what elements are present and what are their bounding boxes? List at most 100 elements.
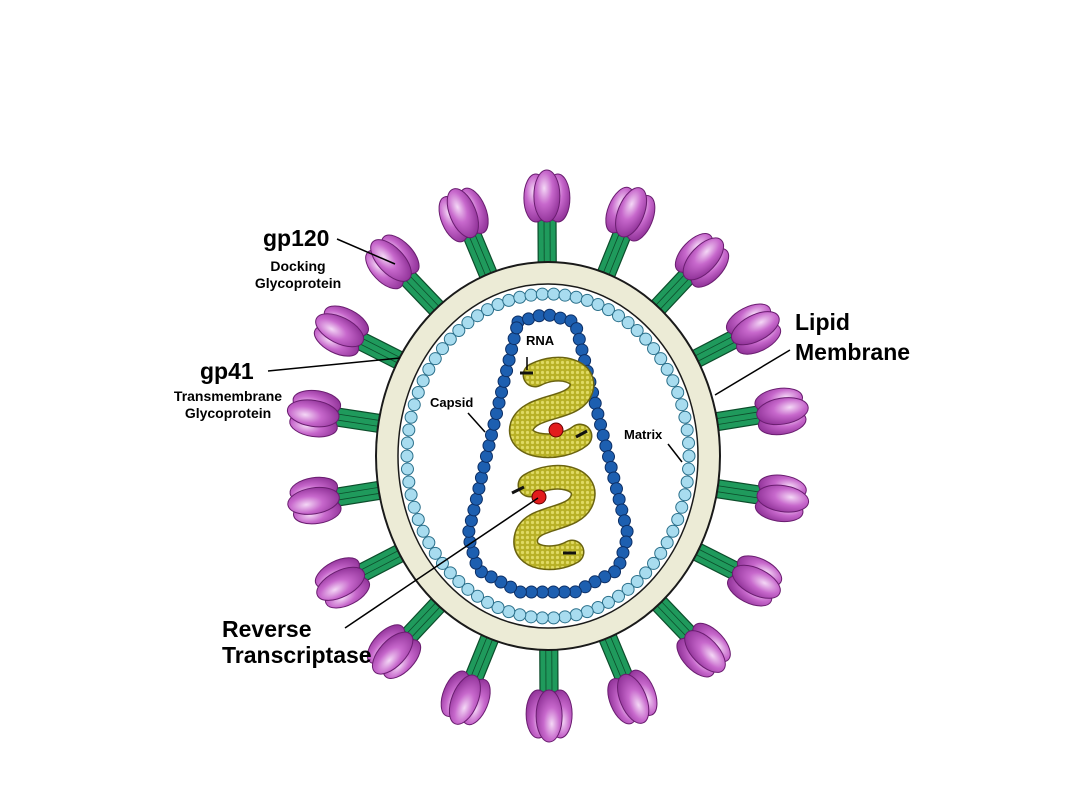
gp120-gp41-spike — [525, 639, 573, 743]
capsid-protein — [604, 460, 618, 474]
matrix-protein — [666, 374, 680, 388]
matrix-protein — [491, 600, 505, 614]
matrix-protein — [601, 595, 615, 609]
matrix-protein — [400, 462, 414, 476]
capsid-protein — [462, 524, 476, 538]
matrix-protein — [612, 589, 625, 603]
matrix-protein — [678, 410, 692, 424]
matrix-protein — [513, 290, 527, 304]
matrix-protein — [680, 475, 694, 489]
matrix-protein — [660, 362, 674, 376]
matrix-protein — [654, 546, 668, 560]
gp120-desc-line2: Glycoprotein — [254, 275, 342, 291]
capsid-protein — [467, 503, 481, 517]
capsid-shell — [462, 308, 634, 599]
capsid-protein — [487, 417, 501, 431]
gp41-desc-line2: Glycoprotein — [184, 405, 272, 421]
capsid-protein — [505, 342, 519, 356]
rna-strands — [508, 356, 596, 571]
matrix-protein — [404, 410, 418, 424]
capsid-protein — [502, 353, 516, 367]
matrix-protein — [654, 352, 668, 366]
matrix-protein — [461, 582, 475, 596]
capsid-protein — [474, 471, 488, 485]
lipid-membrane-label-line1: Lipid — [795, 309, 850, 335]
matrix-protein — [461, 316, 475, 330]
matrix-protein — [407, 398, 421, 412]
reverse-transcriptase-label-line2: Transcriptase — [222, 642, 372, 668]
capsid-protein — [617, 514, 631, 528]
capsid-protein — [557, 585, 571, 599]
matrix-protein — [675, 500, 689, 514]
matrix-protein — [407, 500, 421, 514]
capsid-protein — [591, 407, 605, 421]
matrix-protein — [481, 303, 495, 317]
matrix-protein — [580, 293, 594, 307]
gp120-gp41-spike — [283, 386, 393, 449]
matrix-protein — [639, 332, 653, 346]
matrix-protein — [630, 324, 644, 338]
reverse-transcriptase-dot — [548, 422, 564, 438]
matrix-protein — [630, 574, 644, 588]
matrix-protein — [558, 610, 572, 624]
matrix-protein — [524, 610, 538, 624]
capsid-protein — [490, 407, 504, 421]
reverse-transcriptase-label-line1: Reverse — [222, 616, 312, 642]
capsid-protein — [596, 428, 610, 442]
lipid-membrane-label-line2: Membrane — [795, 339, 911, 365]
matrix-protein — [535, 287, 549, 301]
matrix-layer — [400, 287, 696, 625]
capsid-protein — [535, 585, 549, 599]
rna-label: RNA — [526, 333, 555, 348]
matrix-protein — [443, 332, 457, 346]
matrix-protein — [535, 611, 549, 625]
matrix-protein — [471, 309, 484, 323]
capsid-protein — [497, 374, 511, 388]
capsid-protein — [607, 471, 621, 485]
capsid-protein — [543, 308, 557, 322]
matrix-protein — [435, 342, 449, 356]
matrix-protein — [682, 462, 696, 476]
matrix-protein — [591, 600, 605, 614]
capsid-protein — [570, 322, 584, 336]
gp120-gp41-spike — [703, 463, 813, 526]
capsid-protein — [524, 585, 538, 599]
matrix-protein — [666, 524, 680, 538]
matrix-protein — [580, 605, 594, 619]
capsid-protein — [620, 524, 634, 538]
capsid-protein — [479, 449, 493, 463]
matrix-protein — [502, 293, 516, 307]
capsid-protein — [594, 418, 608, 432]
capsid-protein — [546, 585, 560, 599]
matrix-protein — [491, 298, 505, 312]
capsid-protein — [484, 428, 498, 442]
matrix-protein — [675, 398, 689, 412]
matrix-protein — [452, 324, 466, 338]
matrix-protein — [452, 574, 466, 588]
matrix-protein — [411, 512, 425, 526]
capsid-protein — [599, 439, 613, 453]
capsid-label: Capsid — [430, 395, 474, 410]
matrix-protein — [558, 288, 572, 302]
matrix-protein — [671, 512, 685, 526]
matrix-protein — [601, 303, 615, 317]
capsid-protein — [609, 482, 623, 496]
matrix-protein — [400, 436, 414, 450]
capsid-protein — [500, 364, 514, 378]
matrix-protein — [682, 449, 696, 463]
capsid-protein — [482, 439, 496, 453]
matrix-protein — [569, 290, 583, 304]
matrix-protein — [569, 608, 583, 622]
matrix-protein — [621, 582, 635, 596]
capsid-protein — [568, 585, 582, 599]
matrix-protein — [639, 566, 653, 580]
matrix-protein — [547, 611, 561, 625]
matrix-protein — [443, 566, 457, 580]
matrix-protein — [680, 423, 694, 437]
matrix-protein — [502, 605, 516, 619]
matrix-protein — [422, 536, 436, 550]
matrix-protein — [402, 475, 416, 489]
matrix-protein — [591, 298, 605, 312]
capsid-protein — [612, 492, 626, 506]
capsid-protein — [469, 492, 483, 506]
